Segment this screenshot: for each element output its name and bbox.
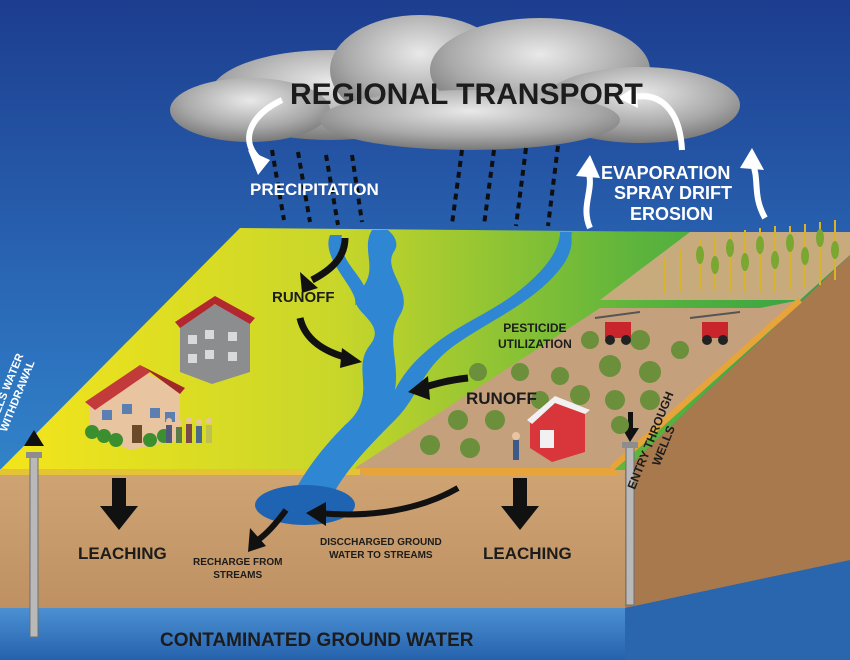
runoff-lower-label: RUNOFF bbox=[466, 390, 537, 407]
discharged-line2: WATER TO STREAMS bbox=[320, 551, 442, 561]
contaminated-ground-water-label: CONTAMINATED GROUND WATER bbox=[160, 631, 473, 650]
farm-plot-edge bbox=[355, 468, 622, 476]
spray-drift-label: SPRAY DRIFT bbox=[614, 184, 732, 202]
pesticide-utilization-label: PESTICIDE UTILIZATION bbox=[498, 322, 572, 350]
recharge-line2: STREAMS bbox=[193, 571, 282, 581]
leaching-right-label: LEACHING bbox=[483, 545, 572, 562]
pond bbox=[255, 485, 355, 525]
regional-transport-label: REGIONAL TRANSPORT bbox=[290, 80, 643, 110]
erosion-label: EROSION bbox=[630, 205, 713, 223]
pesticide-line1: PESTICIDE bbox=[498, 322, 572, 334]
recharge-line1: RECHARGE FROM bbox=[193, 558, 282, 568]
runoff-upper-label: RUNOFF bbox=[272, 290, 335, 305]
evaporation-label: EVAPORATION bbox=[601, 164, 730, 182]
leaching-left-label: LEACHING bbox=[78, 545, 167, 562]
pesticide-line2: UTILIZATION bbox=[498, 338, 572, 350]
farmer bbox=[512, 432, 520, 460]
precipitation-label: PRECIPITATION bbox=[250, 181, 379, 198]
discharged-label: DISCCHARGED GROUND WATER TO STREAMS bbox=[320, 538, 442, 561]
recharge-label: RECHARGE FROM STREAMS bbox=[193, 558, 282, 581]
discharged-line1: DISCCHARGED GROUND bbox=[320, 538, 442, 548]
